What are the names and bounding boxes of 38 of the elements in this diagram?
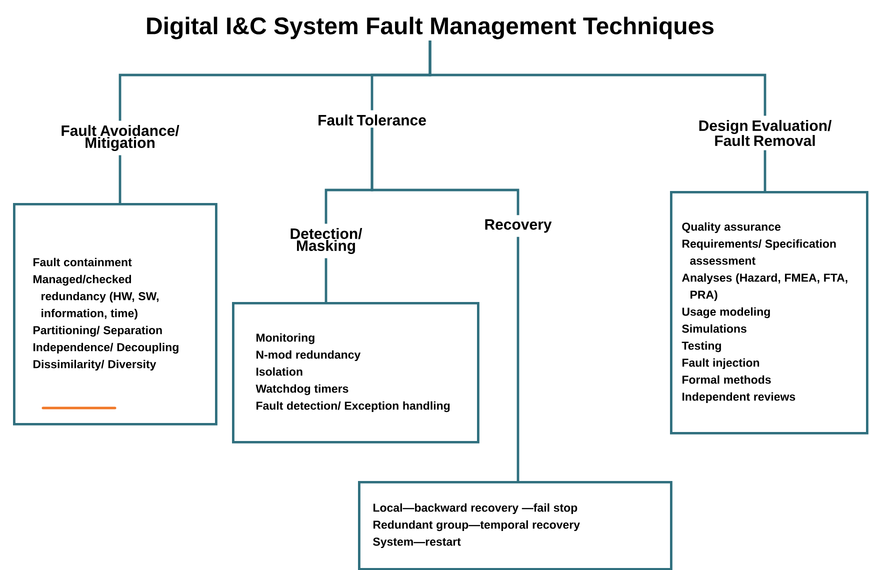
list-item: System—restart: [373, 538, 461, 548]
list-item: Usage modeling: [682, 307, 770, 318]
technique-box: [670, 191, 868, 434]
category-heading: Fault Tolerance: [318, 114, 426, 126]
list-item: Watchdog timers: [256, 384, 348, 396]
list-item: Partitioning/ Separation: [33, 326, 162, 337]
list-item: Dissimilarity/ Diversity: [33, 360, 156, 371]
list-item: Formal methods: [682, 375, 771, 384]
list-item: Simulations: [682, 324, 746, 333]
connector-line: [118, 155, 122, 203]
list-item: Redundant group—temporal recovery: [373, 520, 580, 532]
list-item: Isolation: [256, 367, 302, 376]
connector-line: [324, 258, 328, 302]
list-item: Quality assurance: [682, 222, 780, 234]
connector-line: [370, 128, 520, 216]
list-item: Independence/ Decoupling: [33, 342, 178, 354]
title: Digital I&C System Fault Management Techniques: [147, 16, 714, 40]
list-item: Monitoring: [256, 333, 314, 344]
category-heading: Detection/ Masking: [290, 228, 362, 254]
list-item: Fault injection: [682, 358, 760, 370]
category-heading: Fault Avoidance/ Mitigation: [62, 124, 180, 152]
connector-line: [764, 150, 766, 191]
list-item: N-mod redundancy: [256, 350, 361, 362]
category-heading: Recovery: [485, 219, 552, 233]
technique-box: [13, 203, 218, 426]
technique-box: [232, 302, 480, 444]
list-item: Local—backward recovery —fail stop: [373, 503, 578, 514]
list-item: Fault detection/ Exception handling: [256, 401, 450, 412]
list-item: Requirements/ Specification assessment: [682, 239, 836, 265]
list-item: Testing: [682, 341, 721, 352]
category-heading: Design Evaluation/ Fault Removal: [699, 120, 832, 146]
list-item: Fault containment: [33, 258, 132, 266]
technique-box: [358, 481, 672, 570]
list-item: Managed/checked redundancy (HW, SW, information, time): [33, 274, 158, 320]
connector-line: [516, 236, 520, 481]
list-item: Independent reviews: [682, 392, 796, 404]
connector-line: [428, 40, 766, 116]
list-item: Analyses (Hazard, FMEA, FTA, PRA): [682, 273, 848, 302]
